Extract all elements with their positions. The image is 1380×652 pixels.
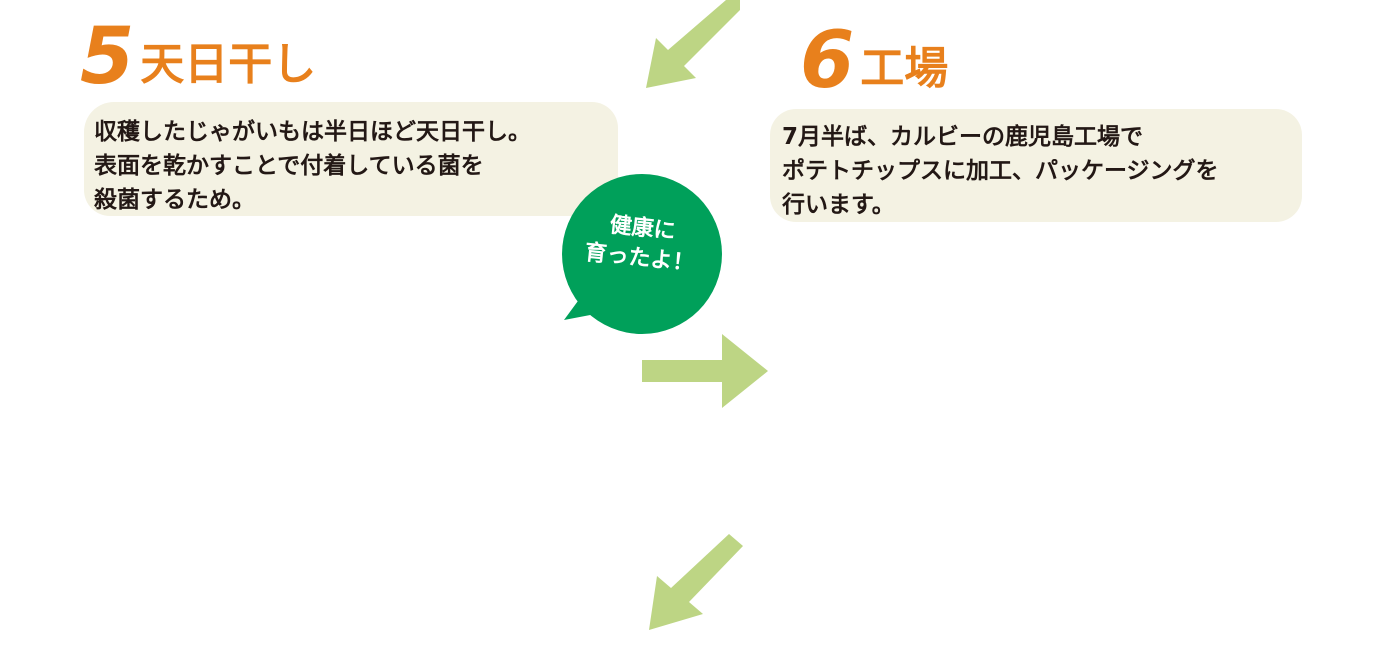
- step5-description-line: 収穫したじゃがいもは半日ほど天日干し。: [94, 119, 531, 145]
- step5-heading: 5 天日干し: [80, 12, 317, 102]
- step6-heading: 6 工場: [800, 16, 949, 106]
- step5-title: 天日干し: [140, 39, 317, 90]
- step6-description-line: 7月半ば、カルビーの鹿児島工場で: [782, 124, 1144, 150]
- step6-description-line: 行います。: [782, 192, 895, 218]
- arrow-right-icon: [642, 334, 768, 408]
- arrow-down-left-icon: [649, 534, 743, 630]
- step6-title: 工場: [860, 43, 949, 94]
- step6-description-box: 7月半ば、カルビーの鹿児島工場で ポテトチップスに加工、パッケージングを 行いま…: [770, 109, 1302, 222]
- step5-number: 5: [80, 12, 134, 102]
- step5-description-line: 表面を乾かすことで付着している菌を: [94, 153, 484, 179]
- step5-description-line: 殺菌するため。: [94, 187, 255, 213]
- speech-bubble-shape: [562, 174, 722, 334]
- arrow-down-left-icon: [646, 0, 740, 88]
- step6-description-line: ポテトチップスに加工、パッケージングを: [782, 158, 1219, 184]
- step6-number: 6: [800, 16, 854, 106]
- step5-description-box: 収穫したじゃがいもは半日ほど天日干し。 表面を乾かすことで付着している菌を 殺菌…: [84, 102, 618, 216]
- speech-bubble: 健康に 育ったよ！: [556, 170, 726, 340]
